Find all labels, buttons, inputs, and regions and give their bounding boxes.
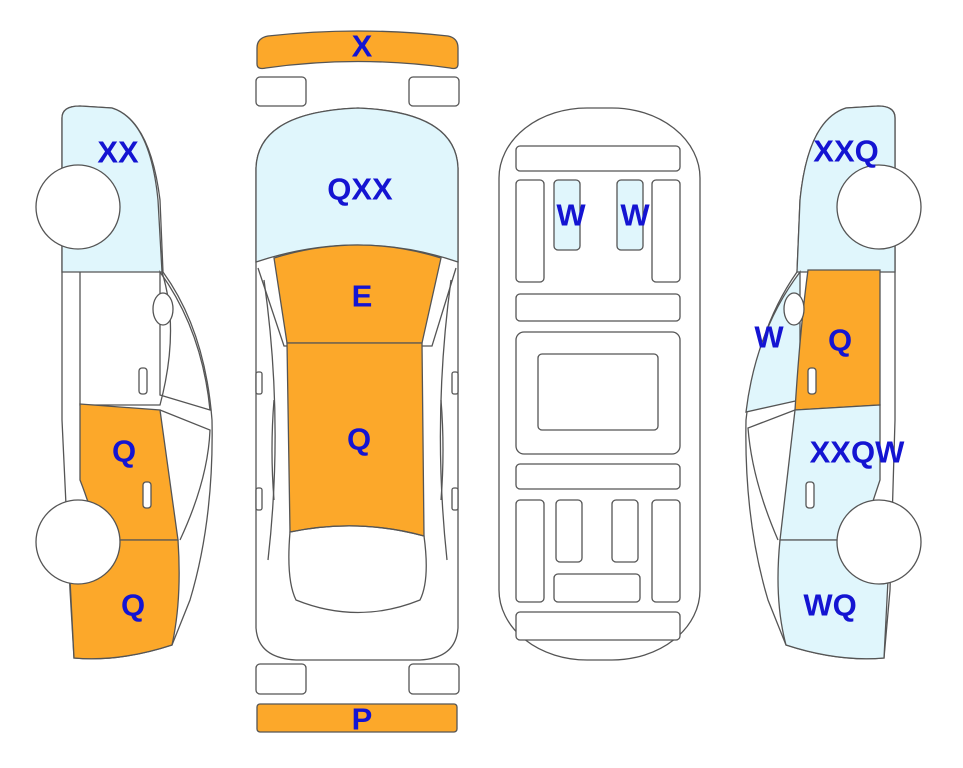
left-front-window: [159, 269, 211, 411]
right-rear-wheel: [836, 499, 922, 585]
trunk-floor: [515, 611, 681, 641]
label-roof: E: [352, 279, 373, 314]
rear-seat-right: [611, 499, 639, 563]
label-trunk: Q: [347, 422, 371, 457]
label-left-rear-quarter: Q: [121, 588, 145, 623]
label-interior-seat-right: W: [620, 198, 650, 233]
interior-view: [498, 107, 701, 661]
left-inner-line: [271, 399, 275, 501]
right-inner-line: [440, 399, 444, 501]
label-right-rear-door: XXQW: [810, 435, 905, 470]
front-left-door-panel: [515, 179, 545, 283]
left-front-door[interactable]: [79, 271, 172, 406]
top-view: [255, 30, 460, 733]
left-front-wheel: [35, 164, 121, 250]
left-side-line: [263, 279, 276, 561]
right-headlight: [408, 76, 460, 107]
left-front-handle: [138, 367, 148, 395]
rear-bumper[interactable]: [256, 703, 458, 733]
roof[interactable]: [273, 244, 442, 344]
center-console: [537, 353, 659, 431]
rear-window: [288, 525, 427, 614]
center-bar: [515, 293, 681, 322]
label-right-front-fender: XXQ: [813, 134, 878, 169]
right-side-line: [439, 279, 452, 561]
left-side-view: [35, 105, 213, 660]
left-rear-wheel: [35, 499, 121, 585]
left-taillight: [255, 663, 307, 695]
label-front-bumper: X: [352, 29, 373, 64]
top-left-mirror: [255, 371, 263, 395]
label-left-rear-door: Q: [112, 434, 136, 469]
label-right-front-door: Q: [828, 323, 852, 358]
label-rear-bumper: P: [352, 702, 373, 737]
right-front-wheel: [836, 164, 922, 250]
right-mirror[interactable]: [783, 292, 805, 326]
front-right-door-panel: [651, 179, 681, 283]
label-hood: QXX: [327, 172, 393, 207]
rear-bar: [515, 463, 681, 490]
left-rear-window: [159, 409, 211, 541]
dashboard: [515, 145, 681, 172]
right-taillight: [408, 663, 460, 695]
right-side-view: [745, 105, 922, 660]
rear-right-door-panel: [651, 499, 681, 603]
rear-seat-left: [555, 499, 583, 563]
label-interior-seat-left: W: [556, 198, 586, 233]
interior-seat-right[interactable]: [616, 179, 644, 251]
top-right-marker: [451, 487, 459, 511]
label-left-front-fender: XX: [97, 135, 139, 170]
front-bumper[interactable]: [256, 30, 459, 70]
left-mirror[interactable]: [152, 292, 174, 326]
label-right-rear-quarter: WQ: [803, 588, 856, 623]
damage-labels: X QXX E Q P XX Q Q W W XXQ W Q XXQW WQ: [97, 29, 905, 737]
left-headlight: [255, 76, 307, 107]
label-right-mirror: W: [754, 320, 784, 355]
right-front-handle: [807, 367, 817, 395]
rear-bench: [553, 573, 641, 603]
right-rear-handle: [805, 481, 815, 509]
right-rear-window: [747, 409, 796, 541]
interior-seat-left[interactable]: [553, 179, 581, 251]
top-right-mirror: [451, 371, 459, 395]
rear-left-door-panel: [515, 499, 545, 603]
top-left-marker: [255, 487, 263, 511]
left-rear-handle: [142, 481, 152, 509]
